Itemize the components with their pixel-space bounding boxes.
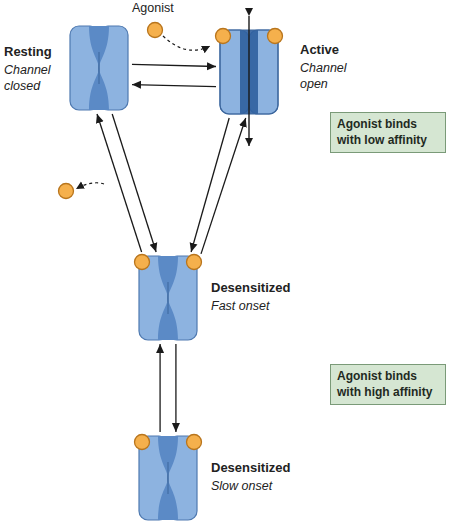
channel-shape	[135, 432, 201, 524]
desensitized-receptor: DesensitizedFast onset	[135, 252, 201, 344]
note-text: Agonist binds with low affinity	[337, 117, 439, 148]
state-name: Desensitized	[211, 280, 321, 296]
affinity-note: Agonist binds with high affinity	[330, 364, 446, 405]
state-name: Resting	[4, 44, 62, 60]
agonist-molecule	[148, 23, 163, 38]
state-name: Desensitized	[211, 460, 321, 476]
transition-arrow	[132, 85, 216, 87]
transition-arrow	[97, 114, 142, 252]
state-label: DesensitizedSlow onset	[211, 460, 321, 495]
state-note: Slow onset	[211, 479, 321, 495]
agonist-molecule	[59, 184, 74, 199]
state-name: Active	[300, 42, 356, 58]
molecule-label: Agonist	[132, 1, 174, 15]
state-note: Channel open	[300, 61, 356, 92]
channel-shape	[216, 26, 282, 118]
transition-arrow	[159, 344, 160, 432]
state-label: RestingChannel closed	[4, 44, 62, 95]
transition-arrow	[132, 64, 216, 66]
resting-receptor: RestingChannel closed	[66, 22, 132, 114]
state-label: ActiveChannel open	[300, 42, 356, 93]
binding-arrow	[163, 36, 210, 50]
state-note: Fast onset	[211, 299, 321, 315]
state-note: Channel closed	[4, 63, 62, 94]
unbinding-arrow	[76, 183, 104, 189]
transition-arrow	[175, 344, 176, 432]
transition-arrow	[201, 118, 246, 254]
channel-shape	[66, 22, 132, 114]
desensitized-receptor: DesensitizedSlow onset	[135, 432, 201, 524]
note-text: Agonist binds with high affinity	[337, 369, 439, 400]
active-receptor: ActiveChannel open	[216, 26, 282, 118]
channel-shape	[135, 252, 201, 344]
state-label: DesensitizedFast onset	[211, 280, 321, 315]
affinity-note: Agonist binds with low affinity	[330, 112, 446, 153]
